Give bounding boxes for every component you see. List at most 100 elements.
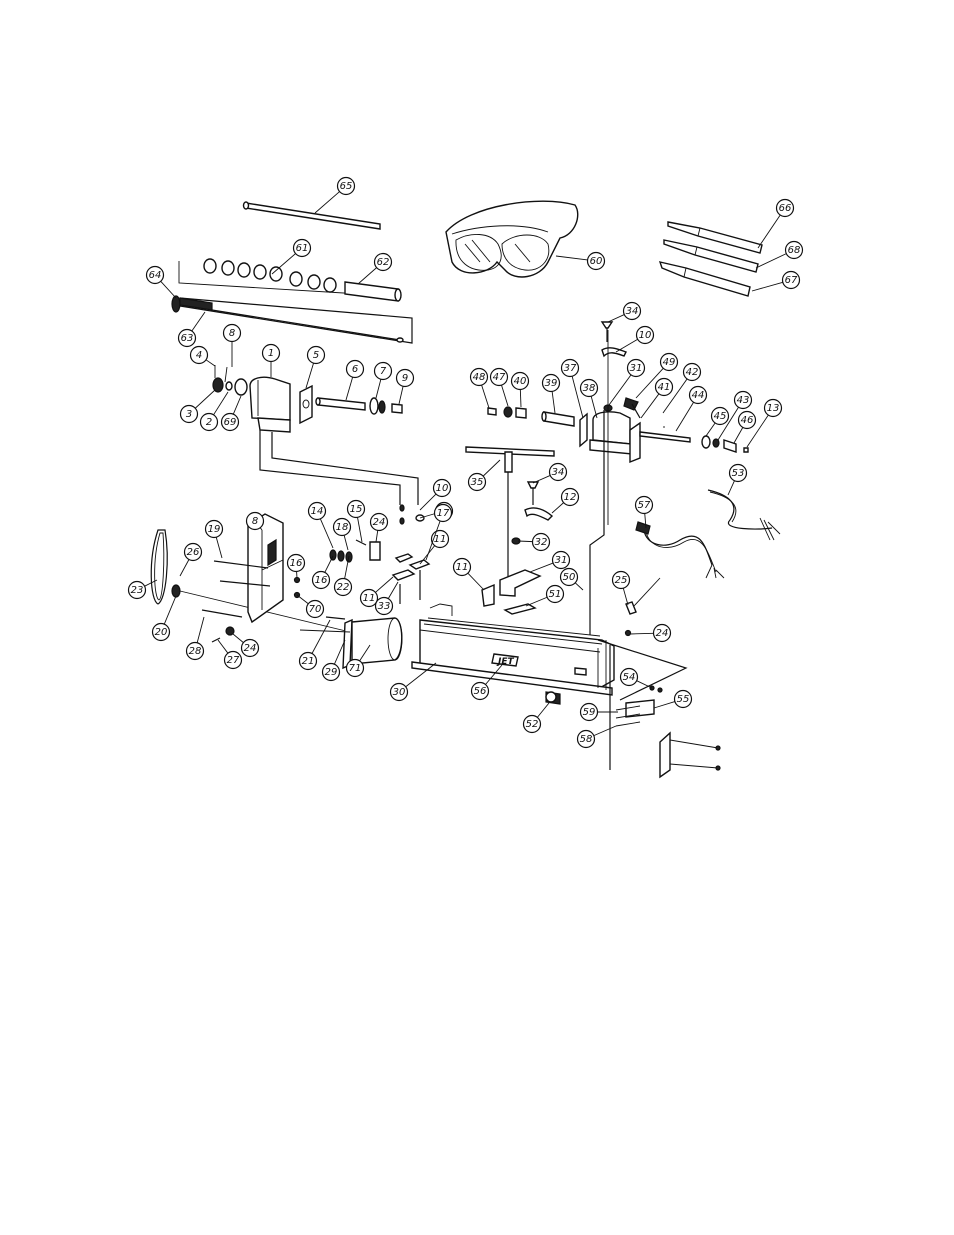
callout-leader-line [311, 619, 331, 654]
callout-number: 16 [315, 575, 328, 586]
callout-number: 69 [224, 417, 237, 428]
callout-number: 40 [514, 376, 527, 387]
callout-number: 11 [363, 593, 376, 604]
callout-61: 61 [271, 238, 312, 275]
callout-45: 45 [705, 406, 730, 437]
part-rod-65 [242, 201, 381, 230]
callout-circle [127, 580, 147, 600]
callout-number: 55 [677, 694, 690, 705]
callout-number: 27 [227, 655, 240, 666]
callout-circle [332, 517, 352, 537]
callout-leader-line [615, 338, 638, 353]
callout-63: 63 [177, 311, 206, 348]
callout-circle [432, 478, 452, 498]
callout-leader-line [196, 616, 205, 643]
callout-circle [292, 238, 312, 258]
callout-circle [489, 367, 509, 387]
callout-leader-line [608, 374, 632, 406]
callout-24: 24 [232, 633, 260, 658]
callout-circle [531, 532, 551, 552]
callout-circle [673, 689, 693, 709]
callout-number: 65 [340, 181, 353, 192]
callout-circle [336, 176, 356, 196]
callout-leader-line [232, 395, 242, 415]
callout-circle [576, 729, 596, 749]
callout-number: 59 [583, 707, 596, 718]
callout-11: 11 [359, 576, 394, 608]
callout-number: 8 [229, 328, 235, 339]
callout-number: 71 [349, 663, 362, 674]
callout-leader-line [532, 475, 551, 484]
callout-52: 52 [522, 702, 550, 734]
callout-number: 60 [590, 256, 603, 267]
callout-41: 41 [640, 377, 674, 419]
callout-circle [469, 367, 489, 387]
callout-68: 68 [755, 240, 804, 269]
callout-circle [223, 650, 243, 670]
callout-circle [240, 638, 260, 658]
callout-number: 23 [131, 585, 144, 596]
callout-leader-line [571, 376, 584, 419]
callout-23: 23 [127, 579, 158, 600]
callout-circle [545, 584, 565, 604]
part-chisels-66-68-67 [658, 221, 763, 297]
callout-29: 29 [321, 639, 346, 682]
callout-leader-line [163, 595, 177, 625]
callout-5: 5 [305, 345, 326, 389]
callout-circle [220, 412, 240, 432]
callout-number: 67 [785, 275, 798, 286]
callout-number: 5 [313, 350, 319, 361]
callout-15: 15 [346, 499, 366, 543]
callout-leader-line [629, 632, 654, 635]
callout-circle [433, 503, 453, 523]
callout-34: 34 [607, 301, 642, 323]
callout-leader-line [232, 633, 244, 643]
callout-circle [321, 662, 341, 682]
callout-47: 47 [489, 367, 509, 407]
callout-circle [305, 599, 325, 619]
callout-number: 7 [380, 366, 387, 377]
callout-leader-line [419, 512, 436, 519]
callout-leader-line [640, 393, 660, 419]
callout-leader-line [357, 267, 377, 285]
callout-number: 20 [155, 627, 168, 638]
callout-38: 38 [579, 378, 599, 419]
callout-62: 62 [357, 252, 393, 285]
callout-leader-line [757, 214, 781, 249]
callout-leader-line [213, 391, 229, 416]
callout-number: 16 [290, 558, 303, 569]
callout-leader-line [482, 459, 501, 477]
callout-leader-line [727, 480, 735, 496]
callout-circle [261, 343, 281, 363]
callout-number: 61 [296, 243, 309, 254]
callout-leader-line [574, 582, 584, 591]
callout-16: 16 [286, 553, 306, 579]
part-goggles-60 [445, 200, 579, 278]
callout-65: 65 [314, 176, 356, 214]
callout-circle [682, 362, 702, 382]
callout-11: 11 [419, 529, 450, 565]
callout-number: 3 [186, 409, 192, 420]
callout-number: 56 [474, 686, 487, 697]
callout-circle [659, 352, 679, 372]
callout-leader-line [194, 389, 216, 409]
callout-31: 31 [529, 550, 571, 573]
callout-48: 48 [469, 367, 490, 409]
callout-leader-line [755, 253, 787, 269]
callout-number: 34 [552, 467, 565, 478]
callout-number: 46 [741, 415, 754, 426]
callout-9: 9 [395, 368, 415, 405]
part-tailstock [487, 321, 749, 635]
callout-leader-line [485, 664, 503, 685]
callout-leader-line [644, 513, 647, 529]
callout-circle [359, 588, 379, 608]
callout-54: 54 [619, 667, 653, 689]
callout-24: 24 [629, 623, 672, 643]
callout-10: 10 [615, 325, 655, 353]
callout-circle [199, 412, 219, 432]
callout-leader-line [191, 311, 206, 332]
callout-circle [452, 557, 472, 577]
callout-leader-line [607, 314, 625, 323]
callout-number: 30 [393, 687, 406, 698]
callout-circle [389, 682, 409, 702]
